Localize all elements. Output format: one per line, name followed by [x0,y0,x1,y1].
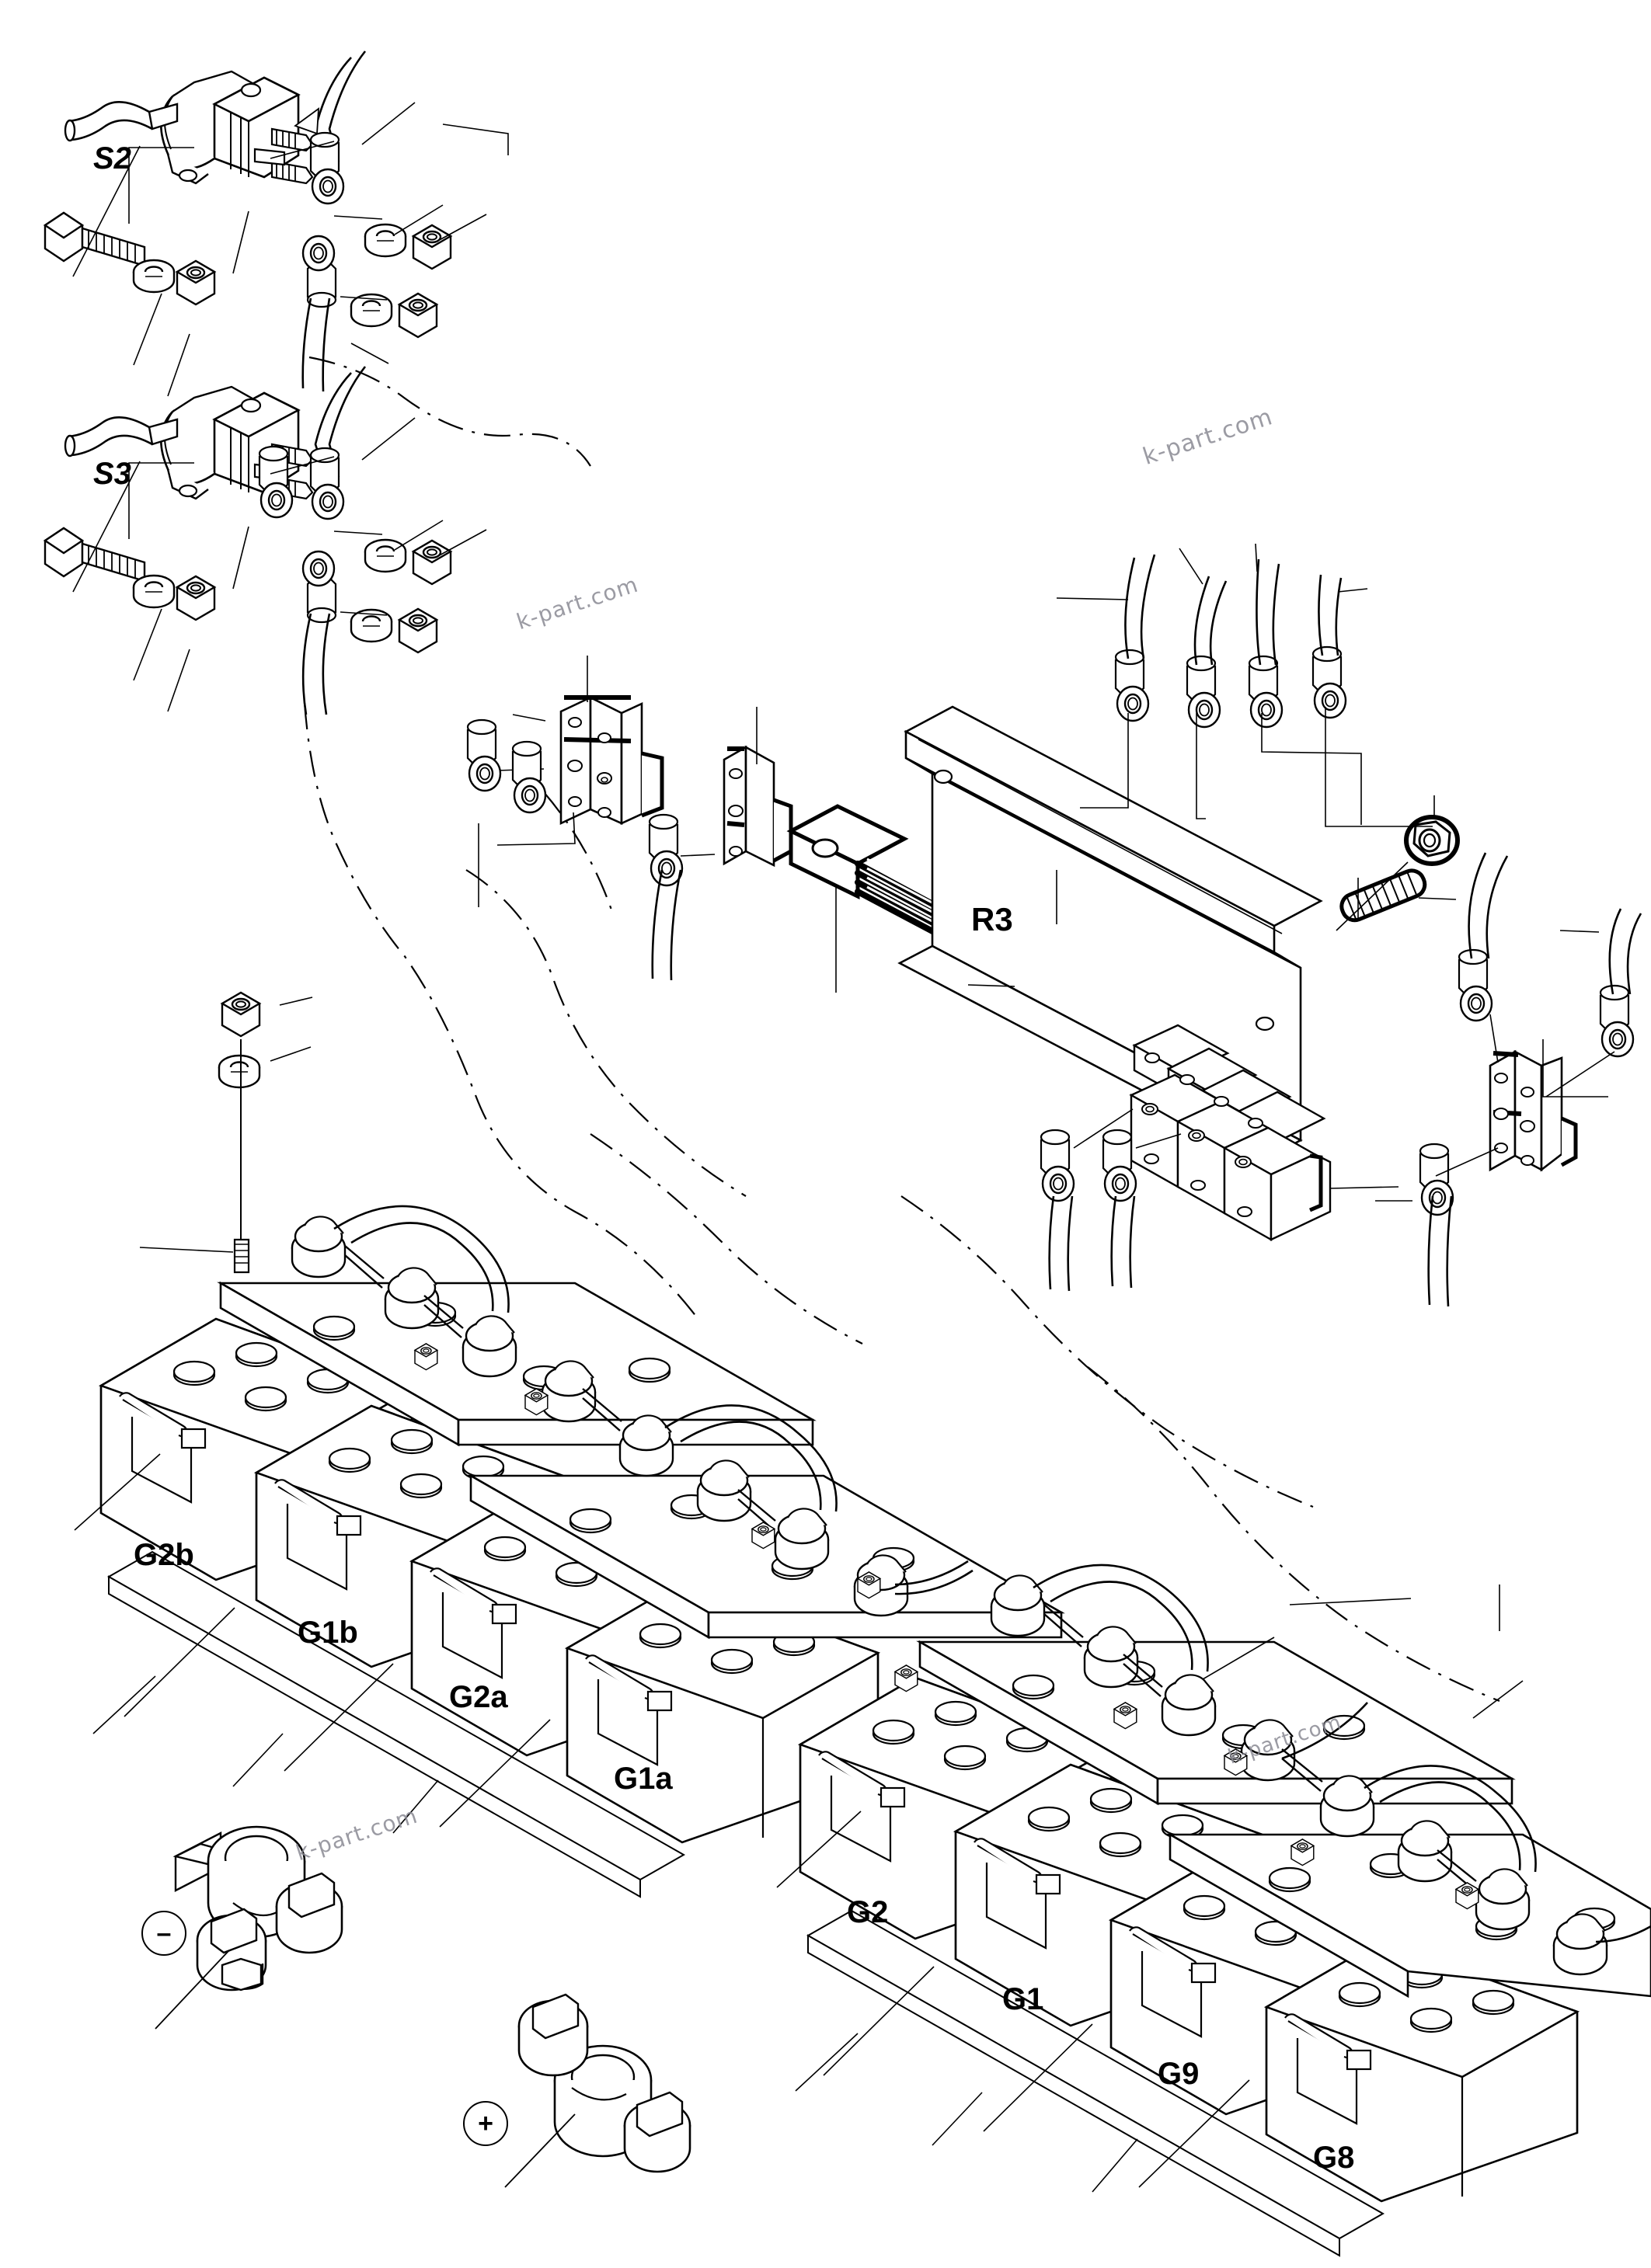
battery-label-g1: G1 [1002,1982,1044,2016]
battery-label-g2: G2 [847,1895,889,1929]
battery-label-g9: G9 [1158,2057,1200,2091]
relay-assembly-s2 [44,50,509,397]
callout-r3: R3 [971,901,1013,937]
battery-terminal-clamp-negative [155,1825,343,2030]
polarity-symbol-positive: + [463,2101,508,2146]
terminal-bracket-mid [648,707,793,981]
battery-label-g1b: G1b [298,1616,358,1650]
battery-label-g8: G8 [1313,2141,1355,2175]
battery-terminal-clamp-positive [504,1993,691,2188]
battery-bank-rear [74,823,1065,1898]
battery-label-g1a: G1a [614,1762,673,1796]
callout-s3: S3 [93,457,131,491]
terminal-bracket-left [466,656,664,846]
battery-label-g2a: G2a [449,1680,508,1714]
cable-routing-phantom-lines [303,356,1500,1703]
callout-s2: S2 [93,141,131,176]
resistor-r3-assembly [786,543,1460,1292]
relay-assembly-s3 [44,366,487,715]
battery-bank-front [776,1564,1651,2257]
battery-label-g2b: G2b [134,1538,194,1572]
polarity-symbol-negative: – [141,1911,186,1956]
flanged-nut [1404,795,1460,866]
terminal-bracket-right [1375,852,1642,1307]
